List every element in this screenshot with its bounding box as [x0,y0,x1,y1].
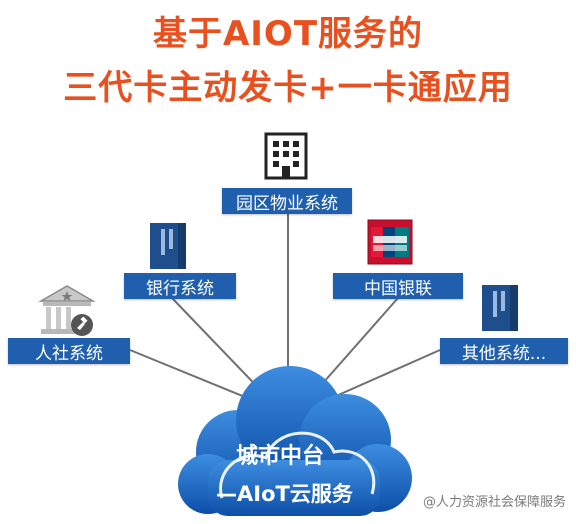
watermark: @人力资源社会保障服务 [422,495,566,510]
unionpay-logo-icon [367,219,413,265]
office-building-icon [264,132,308,180]
book-icon [482,285,518,331]
node-park-property: 园区物业系统 [222,188,352,214]
line-social [129,349,263,405]
node-bank-system: 银行系统 [124,273,236,299]
title-line-2: 三代卡主动发卡+一卡通应用 [63,68,513,108]
cloud-subtitle: —AIoT云服务 [216,482,353,506]
bank-book-icon [150,223,186,269]
government-building-icon [38,285,96,336]
node-social-security: 人社系统 [8,338,130,364]
cloud-title: 城市中台 [236,444,325,469]
title-line-1: 基于AIOT服务的 [152,14,424,54]
node-unionpay: 中国银联 [333,273,463,299]
node-other-systems: 其他系统... [440,338,568,364]
